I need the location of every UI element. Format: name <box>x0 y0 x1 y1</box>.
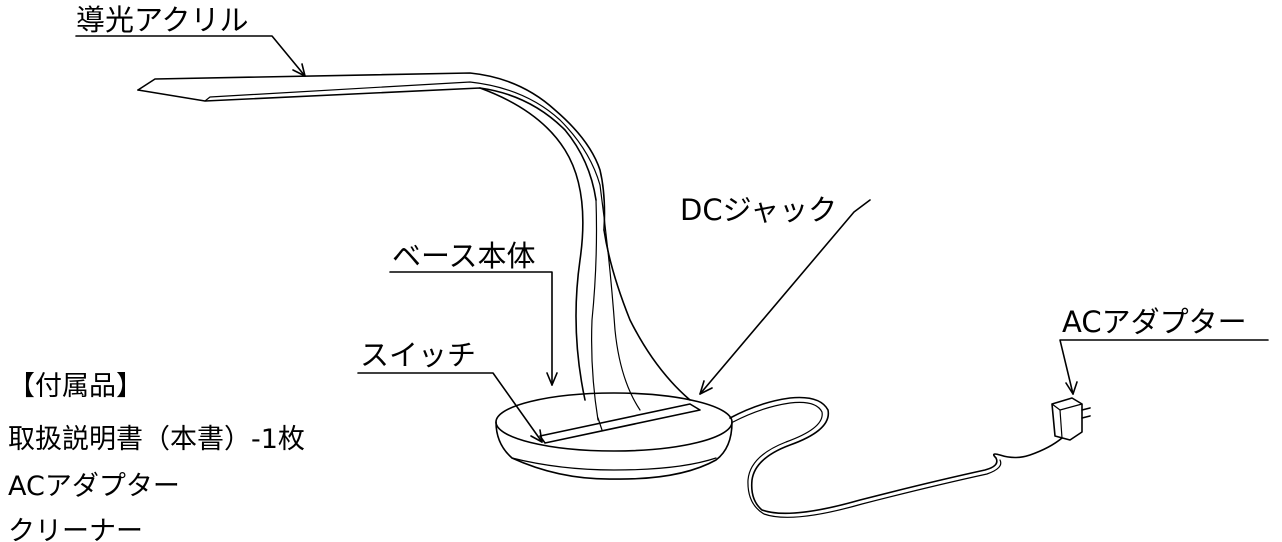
switch-mark <box>597 417 603 431</box>
neck-back <box>479 87 586 401</box>
label-dc-jack: DCジャック <box>680 193 837 227</box>
power-cord <box>729 396 1063 515</box>
acrylic-arm-mid <box>204 81 601 186</box>
neck-inner <box>591 199 599 421</box>
label-switch: スイッチ <box>360 338 476 372</box>
acrylic-arm-top <box>137 72 606 231</box>
base-slot <box>539 403 701 444</box>
accessory-item: クリーナー <box>8 516 143 542</box>
acrylic-arm-front <box>137 87 597 201</box>
accessory-item: ACアダプター <box>8 471 180 502</box>
label-ac-adapter: ACアダプター <box>1062 305 1247 339</box>
accessories-heading: 【付属品】 <box>8 371 143 402</box>
base-top <box>495 392 733 452</box>
neck-front <box>603 229 691 401</box>
base-side <box>495 421 733 480</box>
accessory-item: 取扱説明書（本書）-1枚 <box>8 424 305 455</box>
power-cord-2 <box>732 401 1002 518</box>
lamp-illustration <box>137 72 733 480</box>
base-bottom-rim <box>511 457 717 471</box>
label-acrylic: 導光アクリル <box>76 3 249 37</box>
label-base: ベース本体 <box>392 239 536 273</box>
ac-adapter-illustration <box>1051 397 1091 441</box>
leader-lines <box>75 35 1269 443</box>
neck-inner2 <box>599 184 641 411</box>
